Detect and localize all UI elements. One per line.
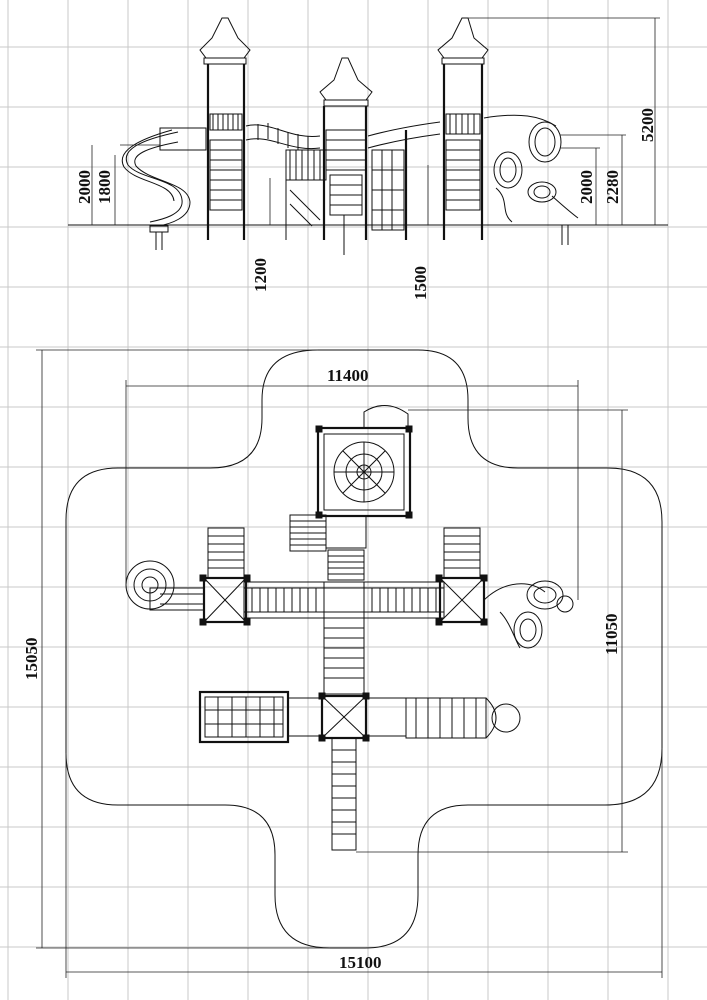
dim-zone-width: 15100: [339, 953, 382, 972]
net-box-plan: [198, 690, 323, 744]
elevation-dimension-labels: 5200 2000 1800 1200 1500 2000 2280: [75, 108, 657, 300]
plan-dimensions: [36, 349, 663, 978]
dim-right-roof-deck: 2280: [603, 170, 622, 204]
right-tower: [437, 17, 489, 240]
left-tower-plan: [199, 527, 251, 626]
dim-equipment-width: 11400: [327, 366, 369, 385]
center-tower: [285, 57, 373, 255]
plan-view: 11400 11050 15050 15100: [22, 349, 663, 978]
vertical-bridge-upper: [327, 549, 365, 581]
elevation-dimensions: [91, 17, 660, 225]
left-bridge: [245, 123, 321, 150]
right-tube-slide: [483, 114, 579, 245]
lower-tower-plan: [318, 692, 370, 742]
dim-equipment-depth: 11050: [602, 613, 621, 655]
elevation-view: 5200 2000 1800 1200 1500 2000 2280: [68, 17, 668, 300]
dim-center-deck: 1200: [251, 258, 270, 292]
vertical-bridge-lower: [323, 617, 365, 695]
left-slide-plan: [125, 560, 205, 611]
dim-right-platform: 2000: [577, 170, 596, 204]
lower-right-slide-plan: [365, 697, 521, 739]
horizontal-bridge: [243, 581, 445, 619]
top-stair: [289, 514, 367, 552]
dim-right-deck: 1500: [411, 266, 430, 300]
plan-dimension-labels: 11400 11050 15050 15100: [22, 366, 621, 972]
left-spiral-slide: [121, 127, 207, 250]
left-tower: [199, 17, 251, 240]
top-square-deck: [315, 405, 413, 519]
bottom-stair-plan: [331, 737, 357, 851]
dim-total-height: 5200: [638, 108, 657, 142]
right-bridge: [367, 121, 441, 240]
dim-left-slide-platform: 2000: [75, 170, 94, 204]
dim-left-slide-deck: 1800: [95, 170, 114, 204]
dim-zone-depth: 15050: [22, 638, 41, 681]
right-tube-slide-plan: [483, 580, 574, 649]
safety-zone-outline: [65, 349, 663, 949]
